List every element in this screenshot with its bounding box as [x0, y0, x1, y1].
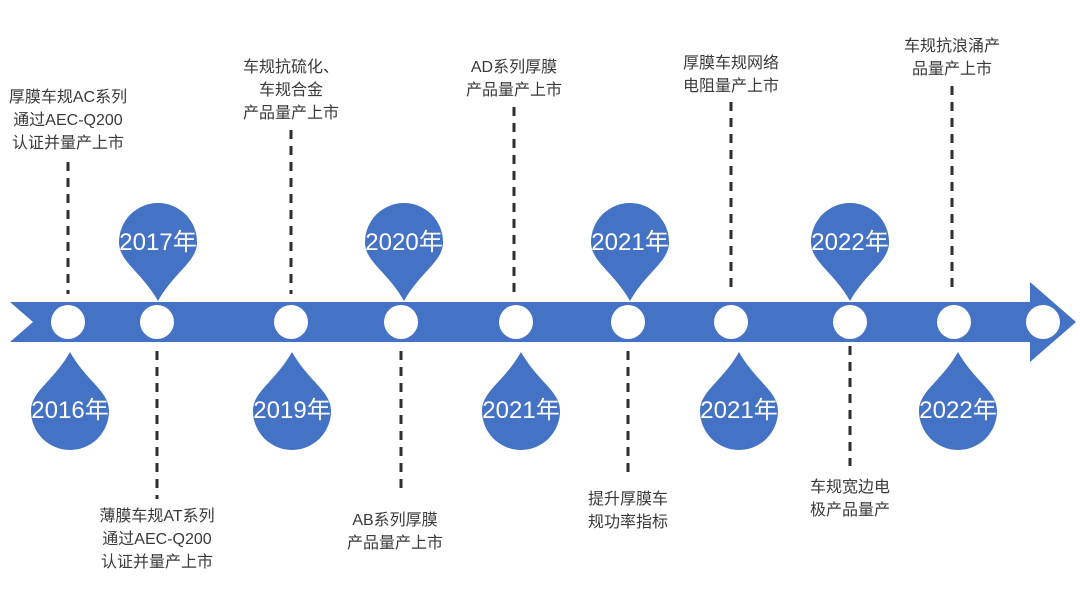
milestone-note: 提升厚膜车 规功率指标: [588, 488, 668, 534]
timeline-node: [1026, 305, 1060, 339]
milestone-note: 车规抗硫化、 车规合金 产品量产上市: [243, 56, 339, 125]
milestone-note: 厚膜车规AC系列 通过AEC-Q200 认证并量产上市: [9, 86, 127, 155]
note-line: 产品量产上市: [465, 82, 563, 99]
connector-dashed-line: [626, 351, 630, 479]
timeline-node: [499, 305, 533, 339]
milestone-note: 车规宽边电 极产品量产: [810, 476, 890, 522]
timeline-node: [937, 305, 971, 339]
note-line: 车规宽边电: [809, 479, 891, 496]
note-line: 产品量产上市: [346, 535, 444, 552]
year-label: 2021年: [700, 397, 778, 424]
note-line: 车规合金: [258, 82, 324, 99]
note-line: AD系列厚膜: [470, 59, 558, 76]
year-marker: [810, 203, 890, 301]
note-line: 极产品量产: [809, 502, 891, 519]
note-line: 通过AEC-Q200: [13, 112, 123, 129]
connector-dashed-line: [289, 130, 293, 294]
note-line: 品量产上市: [911, 61, 993, 78]
timeline-node: [833, 305, 867, 339]
note-line: 车规抗硫化、: [242, 59, 340, 76]
timeline-node: [274, 305, 308, 339]
milestone-note: AD系列厚膜 产品量产上市: [466, 56, 562, 102]
note-line: 认证并量产上市: [100, 554, 214, 571]
milestone-note: 薄膜车规AT系列 通过AEC-Q200 认证并量产上市: [99, 505, 214, 574]
teardrop-icon: [700, 352, 778, 450]
teardrop-icon: [31, 352, 109, 450]
year-label: 2019年: [253, 397, 331, 424]
note-line: 车规抗浪涌产: [903, 38, 1001, 55]
note-line: 规功率指标: [587, 514, 669, 531]
timeline-node: [714, 305, 748, 339]
year-marker: [481, 352, 561, 450]
note-line: 产品量产上市: [242, 105, 340, 122]
milestone-note: 厚膜车规网络 电阻量产上市: [683, 52, 779, 98]
year-marker: [699, 352, 779, 450]
year-label: 2021年: [591, 229, 669, 256]
teardrop-icon: [919, 352, 997, 450]
connector-dashed-line: [729, 102, 733, 294]
year-marker: [252, 352, 332, 450]
timeline-node: [611, 305, 645, 339]
note-line: 厚膜车规AC系列: [8, 89, 128, 106]
milestone-note: 车规抗浪涌产 品量产上市: [904, 35, 1000, 81]
note-line: 薄膜车规AT系列: [99, 508, 215, 525]
timeline-node: [51, 305, 85, 339]
teardrop-icon: [365, 203, 443, 301]
teardrop-icon: [482, 352, 560, 450]
note-line: 提升厚膜车: [587, 491, 669, 508]
year-marker: [30, 352, 110, 450]
connector-dashed-line: [399, 351, 403, 492]
note-line: 认证并量产上市: [11, 135, 125, 152]
connector-dashed-line: [66, 162, 70, 294]
year-label: 2020年: [365, 229, 443, 256]
timeline-node: [384, 305, 418, 339]
year-marker: [590, 203, 670, 301]
year-marker: [118, 203, 198, 301]
note-line: AB系列厚膜: [352, 512, 438, 529]
timeline-node: [140, 305, 174, 339]
year-label: 2017年: [119, 229, 197, 256]
timeline-arrow-shape: [10, 282, 1076, 362]
note-line: 通过AEC-Q200: [102, 531, 212, 548]
year-label: 2022年: [919, 397, 997, 424]
teardrop-icon: [591, 203, 669, 301]
year-label: 2016年: [31, 397, 109, 424]
note-line: 厚膜车规网络: [682, 55, 780, 72]
teardrop-icon: [119, 203, 197, 301]
year-label: 2022年: [811, 229, 889, 256]
connector-dashed-line: [512, 107, 516, 294]
milestone-note: AB系列厚膜 产品量产上市: [347, 509, 443, 555]
year-marker: [918, 352, 998, 450]
teardrop-icon: [253, 352, 331, 450]
connector-dashed-line: [950, 86, 954, 294]
year-marker: [364, 203, 444, 301]
teardrop-icon: [811, 203, 889, 301]
note-line: 电阻量产上市: [682, 78, 780, 95]
year-label: 2021年: [482, 397, 560, 424]
connector-dashed-line: [155, 351, 159, 499]
connector-dashed-line: [848, 346, 852, 466]
